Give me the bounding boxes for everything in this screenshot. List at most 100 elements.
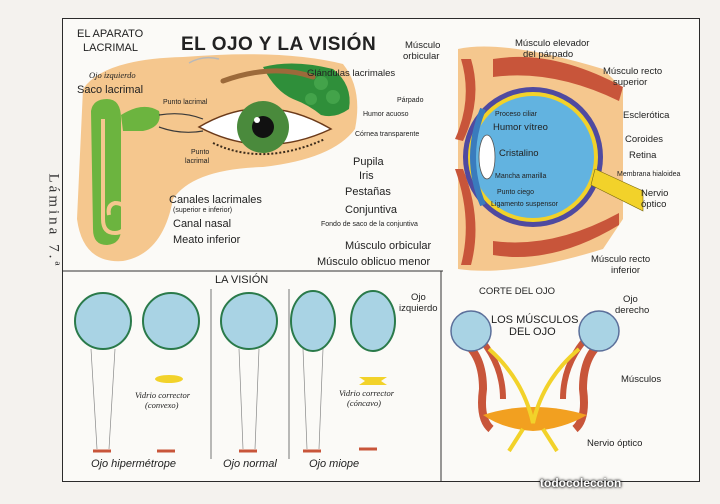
label-conjuntiva: Conjuntiva [345,204,397,216]
normal-eye-shape [220,292,278,350]
nasal-duct-outer [91,99,121,245]
lacrimal-gland [263,63,350,117]
plate-number-label: Lámina 7.ª [45,173,62,269]
hyperopic-eye-shape [74,292,132,350]
label-musculo-orbicular-1: Músculo [405,40,441,51]
superior-rectus-muscle [493,56,623,101]
diagram-graphics [63,46,644,481]
label-miope: Ojo miope [309,458,360,470]
label-ojo-izq-2: izquierdo [399,303,438,314]
label-musculo-orbicular-2: orbicular [403,51,440,62]
optic-nerve-shape [590,168,644,212]
label-oblicuo: Músculo oblicuo menor [317,256,431,268]
gland-lobe [305,93,317,105]
vision-heading: LA VISIÓN [215,274,269,286]
hyperopic-corrected-eye-shape [142,292,200,350]
label-canales-sub: (superior e inferior) [173,207,233,214]
label-elevador-2: del párpado [523,49,574,60]
optic-tracts [507,427,559,453]
diagram-plate: EL OJO Y LA VISIÓN EL APARATO LACRIMAL O… [62,18,700,482]
label-recto-inf-1: Músculo recto [591,254,651,265]
convex-lens [155,375,183,383]
lacrimal-sac [121,106,160,131]
label-elevador-1: Músculo elevador [515,38,590,49]
label-punto-lacrimal-inf-1: Punto [191,149,210,156]
optic-nerves [487,347,581,424]
right-eyeball [578,310,620,352]
lacrimal-heading-2: LACRIMAL [83,42,139,54]
label-cornea: Córnea transparente [355,131,420,138]
muscles-heading-2: DEL OJO [509,326,556,338]
label-saco-lacrimal: Saco lacrimal [77,84,144,96]
plate-number: Lámina 7.ª [18,174,62,330]
label-ojo-der-1: Ojo [623,294,638,305]
light-rays [90,348,116,450]
label-punto-lacrimal-inf-2: lacrimal [185,158,210,165]
nasal-duct-inner [101,119,130,236]
gland-lobe [314,76,328,90]
label-nervio-optico: Nervio óptico [587,438,643,449]
myopic-eye-shape [290,290,336,352]
label-iris: Iris [359,170,374,182]
label-hipermetrope: Ojo hipermétrope [91,458,176,470]
label-proceso-ciliar: Proceso ciliar [495,111,538,118]
label-recto-sup-1: Músculo recto [603,66,663,77]
eyebrow [220,68,316,84]
label-canales: Canales lacrimales [169,194,262,206]
label-ligamento: Ligamento suspensor [491,201,558,208]
myopic-corrected-eye-shape [350,290,396,352]
left-eyeball [450,310,492,352]
vitreous-humor [472,96,594,218]
concave-lens [359,377,387,385]
label-coroides: Coroides [625,134,664,145]
lacrimal-heading-1: EL APARATO [77,28,144,40]
label-vidrio-concavo-2: (cóncavo) [347,398,381,408]
label-pupila: Pupila [353,156,384,168]
label-retina: Retina [629,150,657,161]
light-rays [302,348,324,450]
feather-stroke [188,56,220,64]
label-mancha: Mancha amarilla [495,173,547,180]
eyelashes [212,138,326,156]
label-recto-sup-2: superior [613,77,648,88]
eye-section-illustration [455,46,644,271]
lens-shape [478,134,496,180]
lower-orbicular-muscle [455,169,476,265]
eye-muscles-illustration [450,310,620,453]
label-esclerotica: Esclerótica [623,110,670,121]
watermark: todocoleccion [540,476,622,490]
label-canal-nasal: Canal nasal [173,218,232,230]
cornea-shape [470,107,486,207]
label-humor-vitreo: Humor vítreo [493,122,548,133]
page-title: EL OJO Y LA VISIÓN [181,34,377,55]
label-cristalino: Cristalino [499,148,539,159]
lacrimal-illustration [77,54,358,262]
light-rays [238,348,260,450]
label-vidrio-convexo-2: (convexo) [145,400,179,410]
label-nervio-1: Nervio [641,188,669,199]
lacrimal-canals [158,113,204,133]
label-ojo-izq-1: Ojo [411,292,426,303]
label-meato: Meato inferior [173,234,241,246]
vision-illustration [74,290,396,453]
label-fondo-saco: Fondo de saco de la conjuntiva [321,221,418,228]
upper-orbicular-muscle [455,59,476,141]
inferior-rectus-muscle [493,213,619,257]
label-parpado: Párpado [397,97,424,104]
label-recto-inf-2: inferior [611,265,641,276]
corte-heading: CORTE DEL OJO [479,286,556,297]
label-punto-lacrimal-sup: Punto lacrimal [163,99,208,106]
muscles-heading-1: LOS MÚSCULOS [491,314,579,326]
label-punto-ciego: Punto ciego [497,189,534,196]
label-humor-acuoso: Humor acuoso [363,111,409,118]
gland-lobe [326,90,340,104]
label-orbicular-bottom: Músculo orbicular [345,240,432,252]
label-nervio-2: óptico [641,199,667,210]
face-skin [77,54,358,262]
pupil-highlight [254,117,260,123]
label-normal: Ojo normal [223,458,277,470]
label-membrana: Membrana hialoidea [617,171,681,178]
label-musculos: Músculos [621,374,662,385]
lacrimal-subheading: Ojo izquierdo [89,70,136,80]
